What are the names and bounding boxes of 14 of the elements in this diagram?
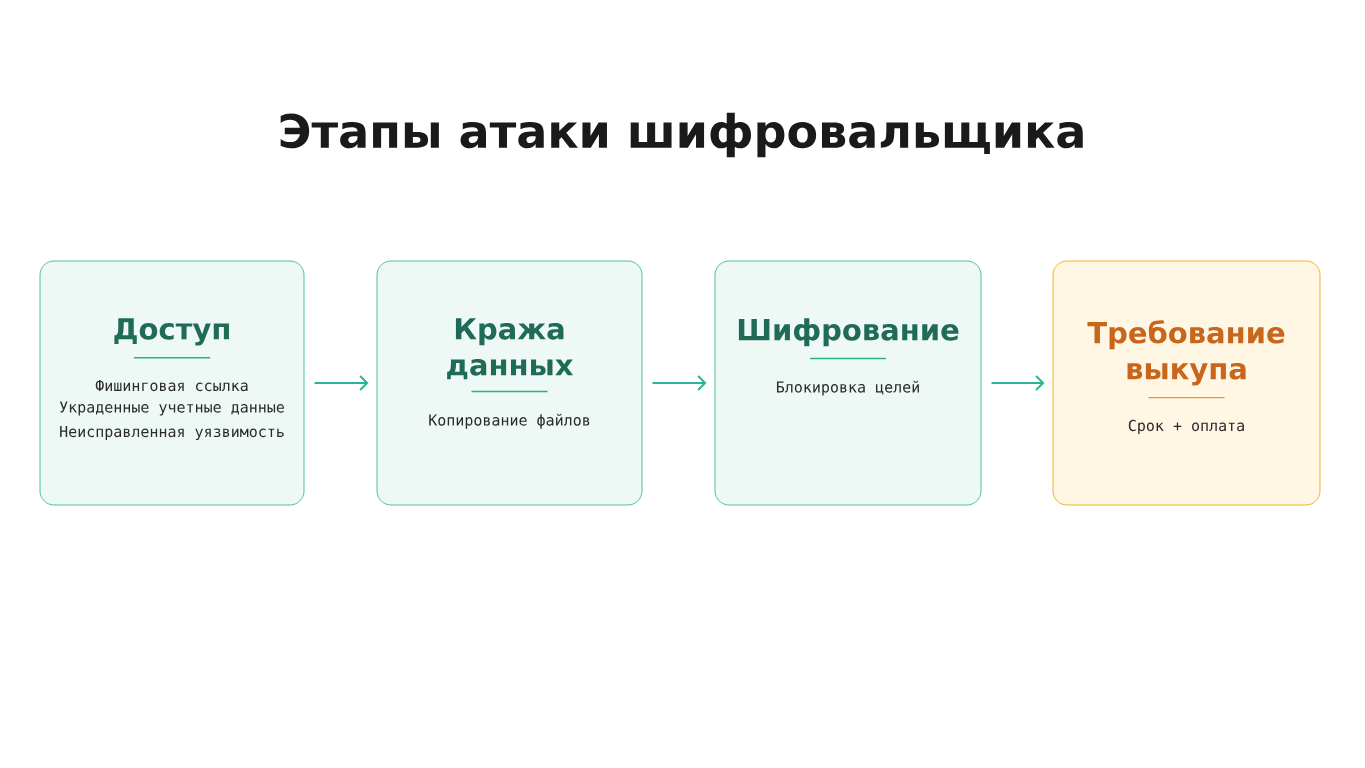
- stage-item: Блокировка целей: [776, 380, 919, 396]
- stage-item: Украденные учетные данные: [59, 401, 284, 416]
- stage-item: Фишинговая ссылка: [95, 380, 248, 392]
- stage-item: Копирование файлов: [429, 413, 590, 429]
- stage-heading: Шифрование: [738, 318, 959, 347]
- stage-item: Неисправленная уязвимость: [60, 426, 284, 441]
- stage-heading: Требование выкупа: [1087, 320, 1285, 386]
- stage-heading: Кража данных: [447, 318, 574, 380]
- arrow: [990, 375, 1045, 391]
- arrow: [651, 375, 707, 391]
- stage-heading: Доступ: [114, 318, 229, 346]
- title: Этапы атаки шифровальщика: [280, 112, 1083, 158]
- stage-item: Срок + оплата: [1128, 419, 1244, 435]
- arrow: [313, 375, 369, 391]
